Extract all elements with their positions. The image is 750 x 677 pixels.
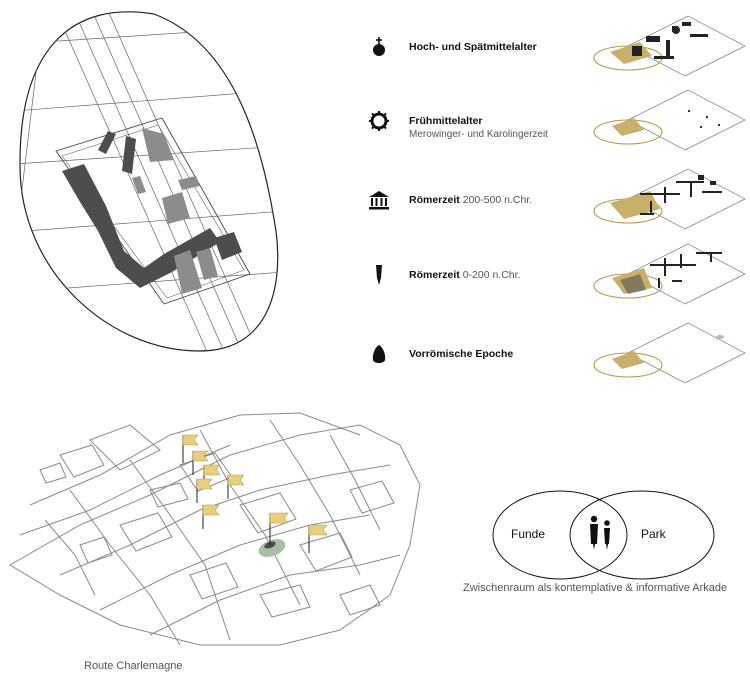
era-title: Römerzeit 200-500 n.Chr. bbox=[409, 194, 533, 206]
era-title: Römerzeit 0-200 n.Chr. bbox=[409, 269, 521, 281]
octagon-ring-icon bbox=[369, 111, 389, 131]
venn-label-funde: Funde bbox=[511, 527, 546, 541]
temple-icon bbox=[369, 191, 389, 210]
layer-thumbnail-hochmittelalter bbox=[593, 15, 746, 77]
layer-thumbnail-roemerzeit-spaet bbox=[593, 168, 746, 230]
era-row-fruehmittelalter: Frühmittelalter Merowinger- und Karoling… bbox=[368, 89, 748, 180]
era-row-roemerzeit-frueh: Römerzeit 0-200 n.Chr. bbox=[368, 243, 748, 334]
people-icon bbox=[590, 515, 610, 550]
stylus-icon bbox=[376, 265, 382, 285]
era-row-roemerzeit-spaet: Römerzeit 200-500 n.Chr. bbox=[368, 168, 748, 259]
era-row-vorroemisch: Vorrömische Epoche bbox=[368, 322, 748, 413]
era-row-hochmittelalter: Hoch- und Spätmittelalter bbox=[368, 15, 748, 106]
city-map-route bbox=[9, 412, 421, 646]
venn-caption: Zwischenraum als kontemplative & informa… bbox=[463, 582, 728, 594]
site-plan-egg-diagram bbox=[19, 11, 279, 352]
site-boundary bbox=[55, 117, 251, 305]
excavation-grey-masses bbox=[132, 128, 218, 294]
map-caption: Route Charlemagne bbox=[84, 660, 183, 672]
layer-thumbnail-fruehmittelalter bbox=[593, 89, 746, 151]
era-title: Frühmittelalter bbox=[409, 115, 483, 127]
layer-thumbnail-roemerzeit-frueh bbox=[593, 243, 746, 305]
venn-label-park: Park bbox=[641, 527, 666, 541]
stone-icon bbox=[372, 345, 386, 363]
orb-cross-icon bbox=[373, 37, 385, 56]
route-flags bbox=[182, 434, 328, 553]
era-title: Vorrömische Epoche bbox=[409, 348, 514, 360]
era-title: Hoch- und Spätmittelalter bbox=[409, 41, 537, 53]
era-subtitle: Merowinger- und Karolingerzeit bbox=[409, 129, 548, 140]
venn-diagram bbox=[492, 490, 715, 580]
layer-thumbnail-vorroemisch bbox=[593, 322, 746, 384]
